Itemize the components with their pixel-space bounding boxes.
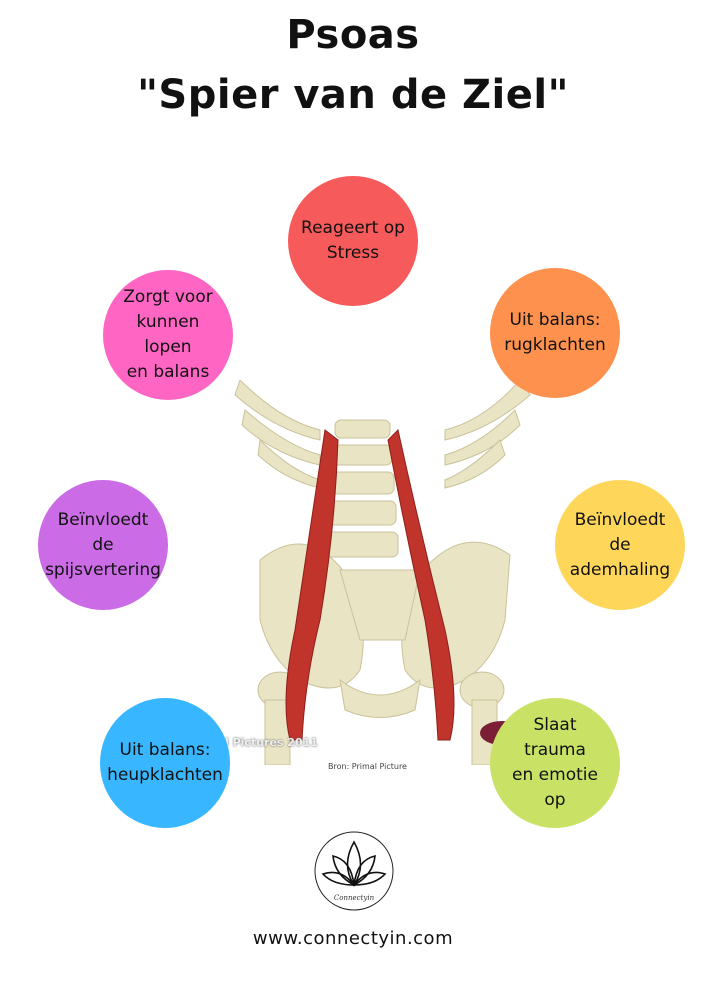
circle-rugklachten: Uit balans: rugklachten <box>490 268 620 398</box>
title-line-1: Psoas <box>286 12 420 58</box>
logo-text: Connectyin <box>334 894 375 902</box>
image-caption: Bron: Primal Picture <box>328 762 407 771</box>
connectyin-logo: Connectyin <box>314 831 394 911</box>
image-credit: l Pictures 2011 <box>225 736 318 749</box>
circle-heupklachten: Uit balans: heupklachten <box>100 698 230 828</box>
circle-lopen-balans: Zorgt voor kunnen lopen en balans <box>103 270 233 400</box>
psoas-anatomy-image <box>234 380 531 765</box>
circle-ademhaling: Beïnvloedt de ademhaling <box>555 480 685 610</box>
circle-trauma: Slaat trauma en emotie op <box>490 698 620 828</box>
website-link[interactable]: www.connectyin.com <box>252 928 454 949</box>
circle-stress: Reageert op Stress <box>288 176 418 306</box>
circle-spijsvertering: Beïnvloedt de spijsvertering <box>38 480 168 610</box>
title-line-2: "Spier van de Ziel" <box>137 72 569 118</box>
